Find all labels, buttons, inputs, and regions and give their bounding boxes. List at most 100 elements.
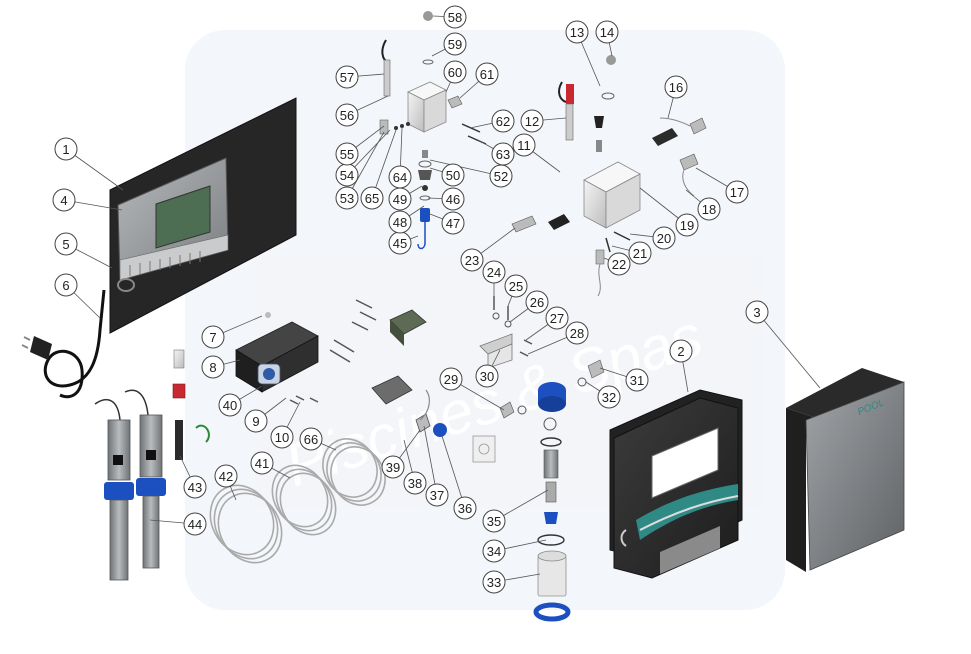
callout-63: 63 <box>491 142 515 166</box>
callout-number: 46 <box>446 192 460 207</box>
callout-54: 54 <box>335 163 359 187</box>
callout-number: 54 <box>340 168 354 183</box>
callout-number: 63 <box>496 147 510 162</box>
callout-16: 16 <box>664 75 688 99</box>
callout-32: 32 <box>597 385 621 409</box>
callout-57: 57 <box>335 65 359 89</box>
callout-number: 21 <box>633 246 647 261</box>
callout-number: 13 <box>570 25 584 40</box>
callout-number: 19 <box>680 218 694 233</box>
callout-61: 61 <box>475 62 499 86</box>
callout-bubble <box>441 211 465 235</box>
callout-48: 48 <box>388 210 412 234</box>
callout-number: 36 <box>458 501 472 516</box>
callout-bubble <box>512 133 536 157</box>
tubing-coils <box>209 438 386 564</box>
callout-number: 64 <box>393 170 407 185</box>
callout-bubble <box>52 188 76 212</box>
callout-number: 44 <box>188 517 202 532</box>
callout-bubble <box>664 75 688 99</box>
enclosure-housing <box>609 389 743 579</box>
callout-47: 47 <box>441 211 465 235</box>
callout-number: 39 <box>386 460 400 475</box>
callout-bubble <box>504 274 528 298</box>
callout-34: 34 <box>482 539 506 563</box>
callout-number: 28 <box>570 326 584 341</box>
callout-19: 19 <box>675 213 699 237</box>
callout-bubble <box>460 248 484 272</box>
callout-number: 49 <box>393 192 407 207</box>
callout-bubble <box>520 109 544 133</box>
callout-bubble <box>214 464 238 488</box>
callout-bubble <box>607 252 631 276</box>
callout-number: 20 <box>657 231 671 246</box>
callout-number: 66 <box>304 432 318 447</box>
callout-35: 35 <box>482 509 506 533</box>
callout-bubble <box>244 409 268 433</box>
callout-number: 40 <box>223 398 237 413</box>
callout-49: 49 <box>388 187 412 211</box>
leader-line-1 <box>65 148 124 191</box>
callout-number: 22 <box>612 257 626 272</box>
probe-holder-block-right <box>511 55 707 297</box>
callout-bubble <box>183 475 207 499</box>
callout-40: 40 <box>218 393 242 417</box>
callout-bubble <box>475 364 499 388</box>
probe-assembly <box>94 389 166 581</box>
callout-50: 50 <box>441 163 465 187</box>
callout-bubble <box>482 570 506 594</box>
callout-23: 23 <box>460 248 484 272</box>
callout-number: 55 <box>340 147 354 162</box>
callout-46: 46 <box>441 187 465 211</box>
housing-display-window <box>651 427 719 499</box>
callout-52: 52 <box>489 164 513 188</box>
callout-bubble <box>597 385 621 409</box>
callout-bubble <box>565 20 589 44</box>
callout-bubble <box>443 5 467 29</box>
callout-bubble <box>725 180 749 204</box>
callout-7: 7 <box>201 325 225 349</box>
callout-number: 30 <box>480 369 494 384</box>
callout-number: 1 <box>62 142 69 157</box>
callout-20: 20 <box>652 226 676 250</box>
callout-25: 25 <box>504 274 528 298</box>
callout-number: 25 <box>509 279 523 294</box>
callout-bubble <box>54 137 78 161</box>
callout-number: 32 <box>602 390 616 405</box>
callout-bubble <box>628 241 652 265</box>
pump-screws <box>289 299 377 405</box>
callout-42: 42 <box>214 464 238 488</box>
callout-number: 60 <box>448 65 462 80</box>
callout-2: 2 <box>669 339 693 363</box>
enclosure-cover: POOL <box>786 368 905 572</box>
callout-number: 47 <box>446 216 460 231</box>
callout-bubble <box>250 451 274 475</box>
callout-14: 14 <box>595 20 619 44</box>
callout-bubble <box>482 509 506 533</box>
callout-64: 64 <box>388 165 412 189</box>
callout-number: 56 <box>340 108 354 123</box>
callout-bubble <box>335 142 359 166</box>
callout-3: 3 <box>745 300 769 324</box>
callout-5: 5 <box>54 232 78 256</box>
controller-display <box>155 185 211 249</box>
callout-bubble <box>595 20 619 44</box>
callout-bubble <box>443 60 467 84</box>
callout-number: 59 <box>448 37 462 52</box>
callout-bubble <box>360 186 384 210</box>
callout-bubble <box>335 65 359 89</box>
callout-number: 11 <box>517 138 531 153</box>
callout-62: 62 <box>491 109 515 133</box>
callout-number: 24 <box>487 265 501 280</box>
callout-number: 17 <box>730 185 744 200</box>
callout-12: 12 <box>520 109 544 133</box>
leader-line-37 <box>423 425 438 496</box>
callout-bubble <box>441 187 465 211</box>
callout-bubble <box>201 355 225 379</box>
callout-bubble <box>201 325 225 349</box>
callout-number: 7 <box>209 330 216 345</box>
callout-bubble <box>675 213 699 237</box>
callout-55: 55 <box>335 142 359 166</box>
